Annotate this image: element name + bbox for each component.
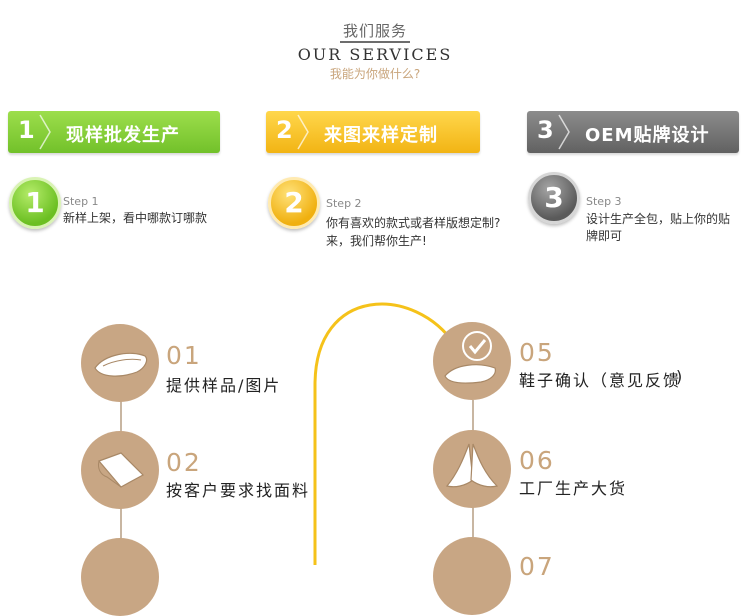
- process-02-number: 02: [166, 448, 202, 477]
- process-01-label: 提供样品/图片: [166, 376, 282, 395]
- process-07-number: 07: [519, 552, 555, 581]
- process-06-circle: [433, 430, 511, 508]
- fabric-icon: [97, 452, 144, 488]
- process-02-circle: [81, 431, 159, 509]
- section-subtitle: 我能为你做什么?: [329, 67, 421, 81]
- process-06-label: 工厂生产大货: [519, 479, 628, 498]
- section-title-cn: 我们服务: [342, 22, 407, 40]
- process-03-circle: [81, 538, 159, 616]
- step-1-desc: 新样上架，看中哪款订哪款: [63, 211, 208, 225]
- banner-label: 来图来样定制: [324, 125, 438, 146]
- step-3-desc-line2: 牌即可: [586, 229, 623, 243]
- step-2-medallion: 2: [268, 177, 320, 229]
- service-tab-wholesale[interactable]: 1 现样批发生产: [8, 111, 220, 153]
- step-1-medallion: 1: [9, 177, 61, 229]
- service-tab-oem[interactable]: 3 OEM贴牌设计: [527, 111, 739, 153]
- shoe-check-icon: [444, 331, 496, 384]
- process-06-number: 06: [519, 446, 555, 475]
- process-05-label: 鞋子确认（意见反馈: [519, 371, 682, 390]
- process-01-circle: [81, 324, 159, 402]
- step-3-desc-line1: 设计生产全包，贴上你的贴: [586, 212, 731, 226]
- step-3-label: Step 3: [586, 195, 622, 208]
- shoe-pair-icon: [445, 443, 499, 488]
- section-title-en: OUR SERVICES: [297, 45, 453, 64]
- service-tab-custom[interactable]: 2 来图来样定制: [266, 111, 480, 153]
- banner-number: 2: [276, 116, 293, 144]
- step-1-label: Step 1: [63, 195, 99, 208]
- chevron-right-icon: [297, 114, 309, 150]
- process-05-paren-close: ): [676, 367, 685, 386]
- process-05-number: 05: [519, 338, 555, 367]
- chevron-right-icon: [39, 114, 51, 150]
- banner-label: 现样批发生产: [66, 125, 180, 146]
- banner-number: 3: [537, 116, 554, 144]
- process-07-circle: [433, 537, 511, 615]
- shoe-icon: [94, 352, 148, 377]
- process-01-number: 01: [166, 341, 202, 370]
- title-divider: [340, 41, 410, 43]
- banner-label: OEM贴牌设计: [585, 125, 710, 146]
- step-2-desc-line2: 来，我们帮你生产!: [326, 234, 427, 248]
- step-3-medallion: 3: [528, 172, 580, 224]
- step-2-label: Step 2: [326, 197, 362, 210]
- step-2-desc-line1: 你有喜欢的款式或者样版想定制?: [326, 216, 501, 230]
- banner-number: 1: [18, 116, 35, 144]
- process-connector-curve: [313, 302, 457, 565]
- process-02-label: 按客户要求找面料: [166, 481, 311, 500]
- process-05-circle: [433, 322, 511, 400]
- chevron-right-icon: [558, 114, 570, 150]
